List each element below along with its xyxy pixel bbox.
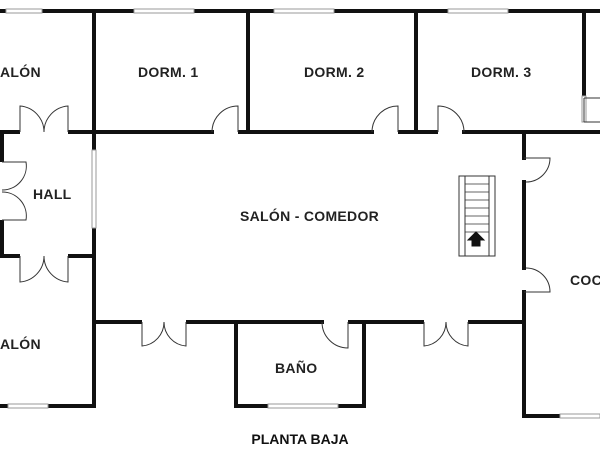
- door: [1, 161, 27, 191]
- window: [273, 8, 335, 14]
- stair-arrow-icon: [466, 231, 486, 247]
- door: [371, 105, 399, 133]
- room-label-salon-bottom: ALÓN: [0, 336, 41, 352]
- window: [133, 8, 195, 14]
- room-label-bano: BAÑO: [275, 360, 318, 376]
- door: [211, 105, 239, 133]
- stair-steps: [465, 183, 489, 233]
- door: [445, 321, 469, 347]
- door: [163, 321, 187, 347]
- window: [91, 149, 97, 229]
- door: [524, 267, 551, 293]
- room-label-salon-comedor: SALÓN - COMEDOR: [240, 208, 380, 224]
- stair-outline: [458, 175, 496, 257]
- window: [5, 8, 43, 14]
- room-label-hall: HALL: [33, 186, 72, 202]
- door: [524, 157, 551, 183]
- room-label-dorm1: DORM. 1: [138, 64, 199, 80]
- window: [267, 403, 339, 409]
- door: [19, 105, 45, 133]
- staircase: [458, 175, 496, 257]
- room-label-dorm2: DORM. 2: [304, 64, 365, 80]
- room-label-cocina: COC: [570, 272, 600, 288]
- room-label-dorm3: DORM. 3: [471, 64, 532, 80]
- door: [43, 255, 69, 283]
- door: [423, 321, 447, 347]
- door: [141, 321, 165, 347]
- room-label-salon-top: ALÓN: [0, 64, 41, 80]
- plan-caption: PLANTA BAJA: [251, 431, 349, 447]
- window: [7, 403, 49, 409]
- door: [437, 105, 465, 133]
- door: [1, 191, 27, 221]
- walls: [0, 9, 600, 418]
- window: [559, 413, 600, 419]
- window: [447, 8, 509, 14]
- door: [19, 255, 45, 283]
- door: [583, 97, 600, 123]
- door: [43, 105, 69, 133]
- doors: [1, 97, 600, 349]
- door: [321, 321, 349, 349]
